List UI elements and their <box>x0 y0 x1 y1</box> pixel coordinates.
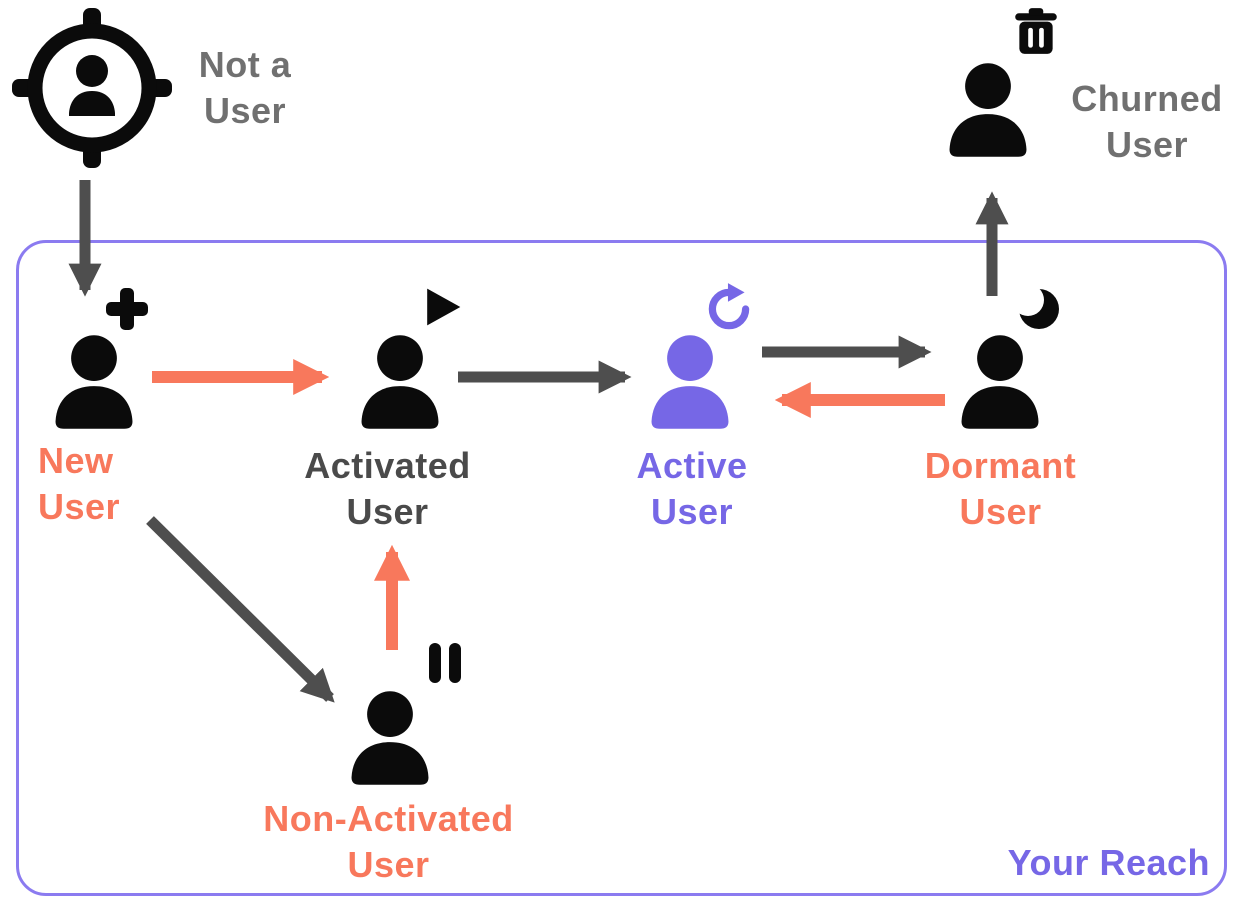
label-line: User <box>347 844 430 886</box>
label-active-user: Active User <box>612 443 772 535</box>
refresh-icon <box>702 281 756 335</box>
label-line: Non-Activated <box>263 798 514 839</box>
person-icon <box>338 688 442 788</box>
label-line: Not a <box>198 44 292 85</box>
plus-icon <box>102 284 152 334</box>
edge-new-user-to-non-activated-user <box>146 516 335 703</box>
person-icon <box>348 332 452 432</box>
label-line: Dormant <box>924 445 1077 486</box>
person-icon <box>42 332 146 432</box>
label-non-activated-user: Non-Activated User <box>236 796 541 888</box>
pause-icon <box>422 640 468 686</box>
label-churned-user: Churned User <box>1056 76 1238 168</box>
label-line: User <box>959 491 1042 533</box>
label-line: Churned <box>1071 78 1223 119</box>
person-icon <box>948 332 1052 432</box>
label-line: Activated <box>304 445 471 486</box>
label-line: User <box>346 491 429 533</box>
label-line: User <box>203 90 287 132</box>
label-line: User <box>1105 124 1189 166</box>
label-line: User <box>650 491 734 533</box>
play-icon <box>418 284 464 330</box>
label-line: Active <box>636 445 748 486</box>
label-line: New <box>38 440 114 481</box>
your-reach-label: Your Reach <box>1007 842 1210 883</box>
person-icon <box>638 332 742 432</box>
person-icon <box>936 60 1040 160</box>
label-dormant-user: Dormant User <box>898 443 1103 535</box>
label-new-user: New User <box>38 438 168 530</box>
label-not-a-user: Not a User <box>175 42 315 134</box>
label-line: User <box>38 486 121 528</box>
crosshair-target-icon <box>12 8 172 168</box>
label-activated-user: Activated User <box>285 443 490 535</box>
trash-icon <box>1010 6 1062 58</box>
moon-icon <box>1013 283 1063 333</box>
your-reach-boundary <box>16 240 1227 896</box>
